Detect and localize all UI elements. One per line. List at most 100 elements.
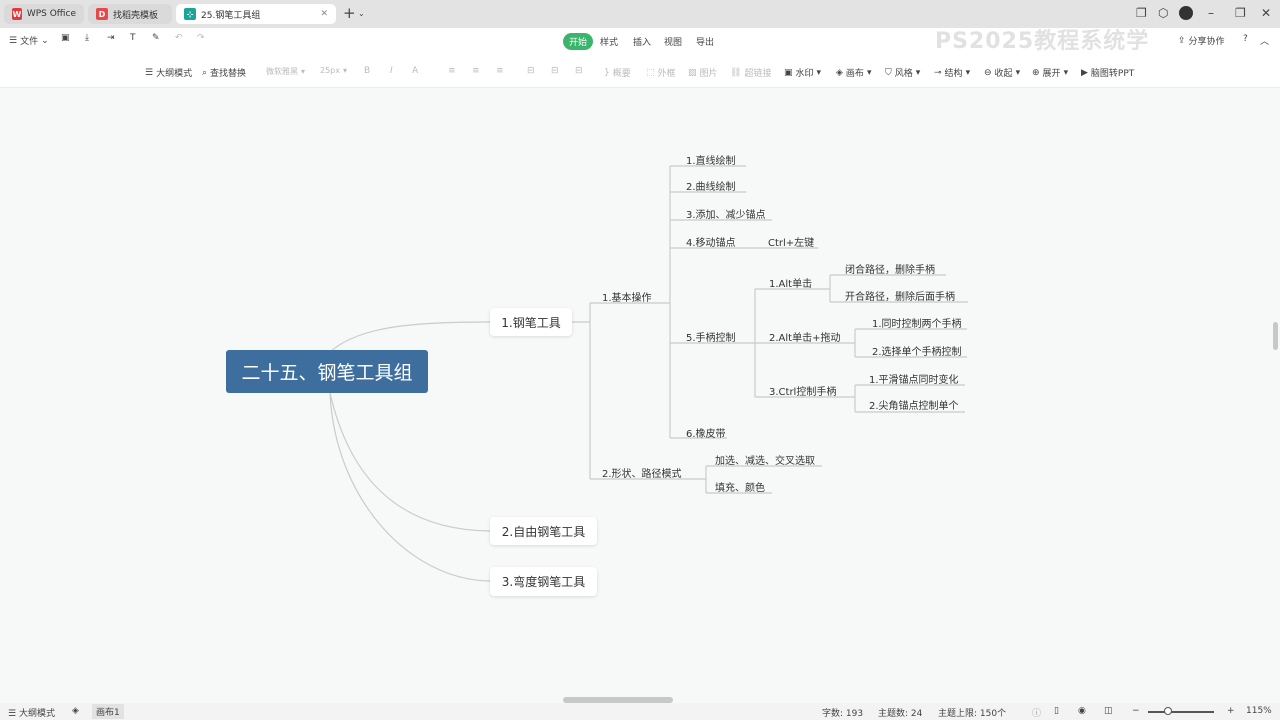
layers-icon[interactable]: ◈ [72,706,79,716]
collapse-button[interactable]: ⊖收起▾ [984,67,1021,80]
insert-child-icon[interactable]: ⊟ [551,66,559,76]
topic-item[interactable]: 加选、减选、交叉选取 [715,456,815,467]
topic-item[interactable]: 1.Alt单击 [769,279,813,290]
collapse-ribbon-icon[interactable]: ︿ [1260,37,1270,47]
zoom-out-button[interactable]: − [1132,706,1140,716]
topic-item[interactable]: 1.平滑锚点同时变化 [869,375,959,386]
summary-icon: } [604,67,610,78]
italic-button[interactable]: I [390,66,393,76]
menu-insert[interactable]: 插入 [633,38,652,48]
topic-basic-ops[interactable]: 1.基本操作 [602,293,652,304]
topic-shape-mode[interactable]: 2.形状、路径模式 [602,469,682,480]
image-icon: ▨ [688,67,697,78]
help-icon[interactable]: ? [1243,34,1248,44]
save-icon[interactable]: ▣ [61,33,70,43]
topic-item[interactable]: 1.同时控制两个手柄 [872,319,962,330]
insert-sibling-icon[interactable]: ⊟ [527,66,535,76]
restore-icon[interactable]: ❐ [1235,6,1246,20]
font-size-select[interactable]: 25px▾ [320,66,348,75]
share-button[interactable]: ⇪分享协作 [1178,34,1225,48]
expand-button[interactable]: ⊕展开▾ [1032,67,1069,80]
chevron-down-icon[interactable]: ⌄ [358,9,365,18]
menu-view[interactable]: 视图 [664,38,683,48]
canvas-button[interactable]: ◈画布▾ [836,67,872,80]
quick-toolbar: ☰文件⌄ ▣ ⤓ ⇥ T ✎ ↶ ↷ [0,28,1280,54]
zoom-slider[interactable] [1148,711,1214,713]
topic-item[interactable]: 3.添加、减少锚点 [686,210,766,221]
to-ppt-button[interactable]: ▶脑图转PPT [1081,66,1134,80]
cube-icon[interactable]: ⬡ [1158,6,1169,20]
new-tab-icon[interactable]: + [343,4,356,22]
horizontal-scrollbar[interactable] [563,697,673,703]
find-replace-button[interactable]: ⌕查找替换 [202,66,246,80]
close-tab-icon[interactable]: ✕ [320,9,328,19]
root-topic[interactable]: 二十五、钢笔工具组 [226,350,428,393]
menu-export[interactable]: 导出 [696,38,715,48]
sheet-tab[interactable]: 画布1 [92,704,124,719]
undo-icon[interactable]: ↶ [175,33,183,43]
align-right-icon[interactable]: ≡ [496,66,504,76]
pen-icon[interactable]: ✎ [152,33,160,43]
topic-item[interactable]: 3.Ctrl控制手柄 [769,387,837,398]
topic-curvature-pen[interactable]: 3.弯度钢笔工具 [490,567,597,596]
zoom-level[interactable]: 115% [1246,706,1272,716]
topic-item[interactable]: 2.Alt单击+拖动 [769,333,841,344]
page-icon[interactable]: ▯ [1054,706,1059,716]
topic-pen-tool[interactable]: 1.钢笔工具 [490,308,572,336]
window-icon[interactable]: ❐ [1136,6,1147,20]
font-select[interactable]: 微软雅黑▾ [266,67,306,76]
image-button[interactable]: ▨图片 [688,66,718,80]
format-painter-icon[interactable]: T [130,33,136,43]
mindmap-canvas[interactable] [0,89,1280,695]
topic-item[interactable]: 1.直线绘制 [686,156,736,167]
zoom-slider-handle[interactable] [1164,707,1172,715]
frame-button[interactable]: ⬚外框 [646,66,676,80]
watermark-icon: ▣ [784,67,793,78]
topic-item[interactable]: 2.选择单个手柄控制 [872,347,962,358]
font-color-button[interactable]: A [412,66,419,76]
close-icon[interactable]: ✕ [1261,6,1272,20]
watermark-button[interactable]: ▣水印▾ [784,67,822,80]
word-count: 字数: 193 [822,709,864,719]
structure-button[interactable]: ⊸结构▾ [934,67,971,80]
frame-icon: ⬚ [646,67,655,78]
bold-button[interactable]: B [364,66,371,76]
vertical-scrollbar[interactable] [1273,322,1278,350]
avatar[interactable] [1179,6,1193,20]
topic-item[interactable]: 4.移动锚点 [686,238,736,249]
locate-icon[interactable]: ◉ [1078,706,1086,716]
topic-item[interactable]: 填充、颜色 [715,483,765,494]
align-center-icon[interactable]: ≡ [472,66,480,76]
paint-bucket-icon: ◈ [836,67,843,78]
menu-style[interactable]: 样式 [600,38,619,48]
topic-item[interactable]: 2.尖角锚点控制单个 [869,401,959,412]
book-icon[interactable]: ◫ [1104,706,1113,716]
menu-start[interactable]: 开始 [563,33,594,50]
outline-mode-toggle[interactable]: ☰ 大纲模式 [8,709,55,719]
info-icon[interactable]: ⓘ [1032,709,1042,719]
file-menu[interactable]: ☰文件⌄ [9,35,49,48]
topic-item[interactable]: 6.橡皮带 [686,429,726,440]
style-button[interactable]: ⛉风格▾ [885,67,921,80]
topic-freeform-pen[interactable]: 2.自由钢笔工具 [490,517,597,545]
summary-button[interactable]: }概要 [604,66,631,80]
topic-item[interactable]: Ctrl+左键 [768,238,815,249]
topic-item[interactable]: 闭合路径，删除手柄 [845,265,935,276]
share-icon: ⇪ [1178,35,1186,46]
topic-item[interactable]: 开合路径，删除后面手柄 [845,292,955,303]
export-icon[interactable]: ⇥ [107,33,115,43]
link-button[interactable]: ⛓超链接 [730,66,771,80]
outline-mode-button[interactable]: ☰大纲模式 [145,66,192,80]
topic-item[interactable]: 2.曲线绘制 [686,182,736,193]
redo-icon[interactable]: ↷ [197,33,205,43]
minimize-icon[interactable]: – [1208,6,1214,20]
download-icon[interactable]: ⤓ [85,33,89,43]
tab-mindmap[interactable]: ⊹25.钢笔工具组✕ [176,4,336,24]
topic-item[interactable]: 5.手柄控制 [686,333,736,344]
align-left-icon[interactable]: ≡ [448,66,456,76]
insert-parent-icon[interactable]: ⊟ [575,66,583,76]
zoom-in-button[interactable]: + [1227,706,1235,716]
collapse-icon: ⊖ [984,67,992,78]
